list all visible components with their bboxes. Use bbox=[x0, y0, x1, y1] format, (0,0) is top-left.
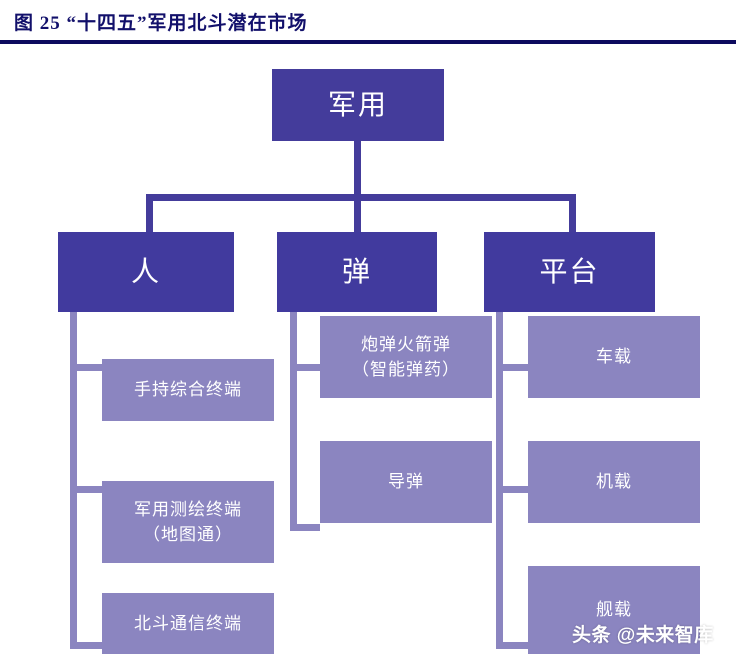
header-divider bbox=[0, 40, 736, 44]
node-label: 平台 bbox=[539, 256, 600, 287]
leaf-label-line2: （地图通） bbox=[143, 525, 233, 544]
leaf-platform-vehicle[interactable]: 车载 bbox=[528, 316, 700, 398]
watermark-text: 头条 @未来智库 bbox=[572, 625, 714, 646]
node-branch-munition[interactable]: 弹 bbox=[277, 232, 437, 312]
leaf-platform-airborne[interactable]: 机载 bbox=[528, 441, 700, 523]
leaf-people-handheld-terminal[interactable]: 手持综合终端 bbox=[102, 359, 274, 421]
leaf-munition-artillery-rocket[interactable]: 炮弹火箭弹 （智能弹药） bbox=[320, 316, 492, 398]
connector-tick-people-2 bbox=[70, 486, 102, 493]
connector-tick-platform-2 bbox=[496, 486, 528, 493]
leaf-label-line1: 军用测绘终端 bbox=[134, 499, 242, 519]
page-title: 图 25 “十四五”军用北斗潜在市场 bbox=[14, 13, 308, 34]
connector-spine-people bbox=[70, 312, 77, 649]
leaf-label-line1: 导弹 bbox=[388, 472, 424, 492]
connector-branch-bus bbox=[146, 194, 576, 201]
connector-tick-people-3 bbox=[70, 642, 102, 649]
connector-tick-platform-1 bbox=[496, 364, 528, 371]
connector-drop-platform bbox=[569, 194, 576, 232]
connector-tick-munition-2 bbox=[290, 524, 320, 531]
connector-drop-munition bbox=[354, 194, 361, 232]
connector-tick-munition-1 bbox=[290, 364, 320, 371]
leaf-label-line1: 舰载 bbox=[596, 600, 632, 620]
leaf-label-line1: 北斗通信终端 bbox=[134, 613, 242, 633]
leaf-label-line2: （智能弹药） bbox=[352, 360, 460, 379]
node-branch-platform[interactable]: 平台 bbox=[484, 232, 655, 312]
node-root-military[interactable]: 军用 bbox=[272, 69, 444, 141]
org-chart-diagram: 军用 人 弹 平台 手持综合终端 军用测绘终端 （地图通） 北斗通信终端 炮弹火… bbox=[0, 44, 736, 654]
leaf-people-survey-terminal[interactable]: 军用测绘终端 （地图通） bbox=[102, 481, 274, 563]
connector-tick-platform-3 bbox=[496, 642, 528, 649]
connector-tick-people-1 bbox=[70, 364, 102, 371]
node-label: 军用 bbox=[327, 89, 388, 120]
leaf-label-line1: 车载 bbox=[596, 347, 632, 367]
leaf-label-line1: 机载 bbox=[596, 472, 632, 492]
connector-root-stem bbox=[354, 141, 361, 194]
leaf-people-beidou-comm-terminal[interactable]: 北斗通信终端 bbox=[102, 593, 274, 654]
connector-spine-munition bbox=[290, 312, 297, 531]
connector-drop-people bbox=[146, 194, 153, 232]
connector-spine-platform bbox=[496, 312, 503, 649]
leaf-label-line1: 炮弹火箭弹 bbox=[361, 334, 451, 354]
node-label: 人 bbox=[130, 256, 161, 287]
leaf-platform-shipborne[interactable]: 舰载 bbox=[528, 566, 700, 654]
figure-header: 图 25 “十四五”军用北斗潜在市场 bbox=[0, 0, 736, 44]
node-label: 弹 bbox=[341, 256, 372, 287]
leaf-munition-missile[interactable]: 导弹 bbox=[320, 441, 492, 523]
leaf-label-line1: 手持综合终端 bbox=[134, 380, 242, 400]
node-branch-people[interactable]: 人 bbox=[58, 232, 234, 312]
